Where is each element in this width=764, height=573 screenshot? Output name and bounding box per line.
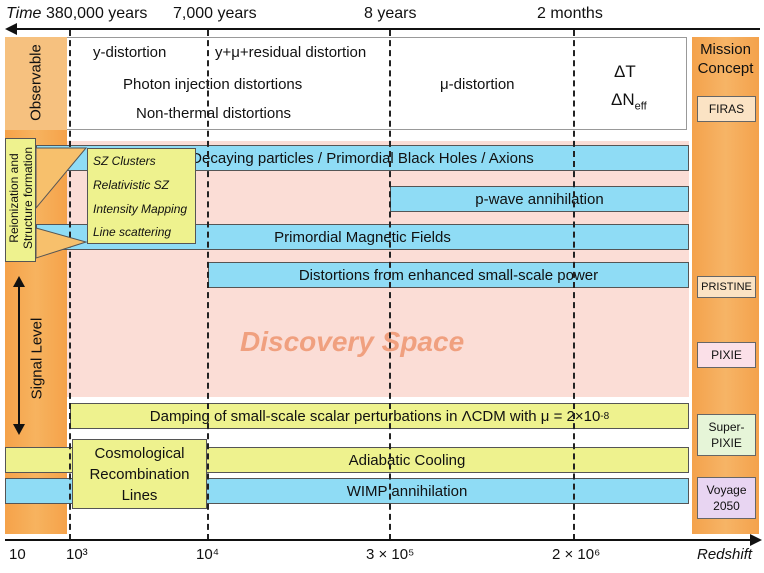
reionization-line-2: Structure formation bbox=[21, 146, 35, 250]
obs-photon-injection: Photon injection distortions bbox=[123, 76, 303, 93]
mission-pixie: PIXIE bbox=[697, 342, 756, 368]
relativistic-sz: Relativistic SZ bbox=[93, 178, 170, 192]
redshift-line-2e6 bbox=[573, 30, 575, 540]
obs-non-thermal: Non-thermal distortions bbox=[136, 105, 292, 122]
redshift-arrow-head bbox=[750, 534, 762, 546]
time-tick-380000-years: 380,000 years bbox=[46, 5, 148, 22]
recomb-line-1: Cosmological bbox=[94, 445, 185, 462]
observable-label: Observable bbox=[27, 44, 45, 121]
line-scattering: Line scattering bbox=[93, 225, 172, 239]
obs-y-distortion: y-distortion bbox=[93, 44, 167, 61]
obs-delta-t: ΔT bbox=[614, 62, 636, 81]
mission-title-line-1: Mission bbox=[700, 41, 751, 58]
signal-arrow-up bbox=[13, 276, 25, 287]
obs-delta-neff: ΔNeff bbox=[611, 90, 647, 112]
time-tick-7000-years: 7,000 years bbox=[173, 5, 257, 22]
obs-delta-neff-main: ΔN bbox=[611, 90, 635, 109]
recomb-line-3: Lines bbox=[121, 487, 158, 504]
redshift-tick-1e3: 10³ bbox=[66, 546, 88, 563]
redshift-line-1e3 bbox=[69, 30, 71, 540]
mission-concept-title: Mission Concept bbox=[692, 40, 759, 78]
bar-enhanced-small-scale-power: Distortions from enhanced small-scale po… bbox=[208, 262, 689, 288]
redshift-tick-10: 10 bbox=[9, 546, 26, 563]
bar-damping-exponent: -8 bbox=[600, 410, 610, 422]
redshift-arrow-line bbox=[5, 539, 750, 541]
reionization-pointer bbox=[36, 147, 88, 259]
redshift-tick-1e4: 10⁴ bbox=[196, 546, 220, 563]
time-tick-8-years: 8 years bbox=[364, 5, 417, 22]
time-axis-label: Time bbox=[6, 5, 42, 22]
redshift-line-1e4 bbox=[207, 30, 209, 540]
signal-level-label: Signal Level bbox=[28, 317, 46, 400]
time-arrow-line bbox=[14, 28, 760, 30]
redshift-tick-2e6: 2 × 10⁶ bbox=[552, 546, 601, 563]
signal-arrow-down bbox=[13, 424, 25, 435]
bar-damping-text: Damping of small-scale scalar perturbati… bbox=[149, 407, 601, 425]
mission-pristine: PRISTINE bbox=[697, 276, 756, 298]
observable-label-cell bbox=[5, 37, 67, 130]
mission-title-line-2: Concept bbox=[697, 60, 754, 77]
discovery-space-label: Discovery Space bbox=[240, 326, 465, 357]
reionization-label: Reionization and Structure formation bbox=[7, 136, 35, 260]
bar-p-wave-annihilation: p-wave annihilation bbox=[390, 186, 689, 212]
sz-callout: SZ Clusters Relativistic SZ Intensity Ma… bbox=[87, 148, 196, 244]
reionization-callout bbox=[5, 138, 36, 262]
redshift-axis-label: Redshift bbox=[697, 546, 753, 563]
redshift-tick-3e5: 3 × 10⁵ bbox=[366, 546, 415, 563]
reionization-line-1: Reionization and bbox=[7, 153, 21, 243]
obs-delta-neff-sub: eff bbox=[634, 100, 647, 113]
time-arrow-head bbox=[5, 23, 17, 35]
signal-arrow-shaft bbox=[18, 285, 20, 425]
bar-damping-small-scale: Damping of small-scale scalar perturbati… bbox=[70, 403, 689, 429]
recombination-lines-callout: Cosmological Recombination Lines bbox=[72, 439, 207, 509]
recomb-line-2: Recombination bbox=[89, 466, 190, 483]
redshift-line-3e5 bbox=[389, 30, 391, 540]
obs-mu-distortion: μ-distortion bbox=[440, 76, 515, 93]
obs-y-mu-residual: y+μ+residual distortion bbox=[215, 44, 367, 61]
intensity-mapping: Intensity Mapping bbox=[93, 202, 188, 216]
sz-clusters: SZ Clusters bbox=[93, 154, 156, 168]
mission-super-pixie: Super-PIXIE bbox=[697, 414, 756, 456]
mission-voyage-2050: Voyage 2050 bbox=[697, 477, 756, 519]
time-tick-2-months: 2 months bbox=[537, 5, 603, 22]
mission-firas: FIRAS bbox=[697, 96, 756, 122]
